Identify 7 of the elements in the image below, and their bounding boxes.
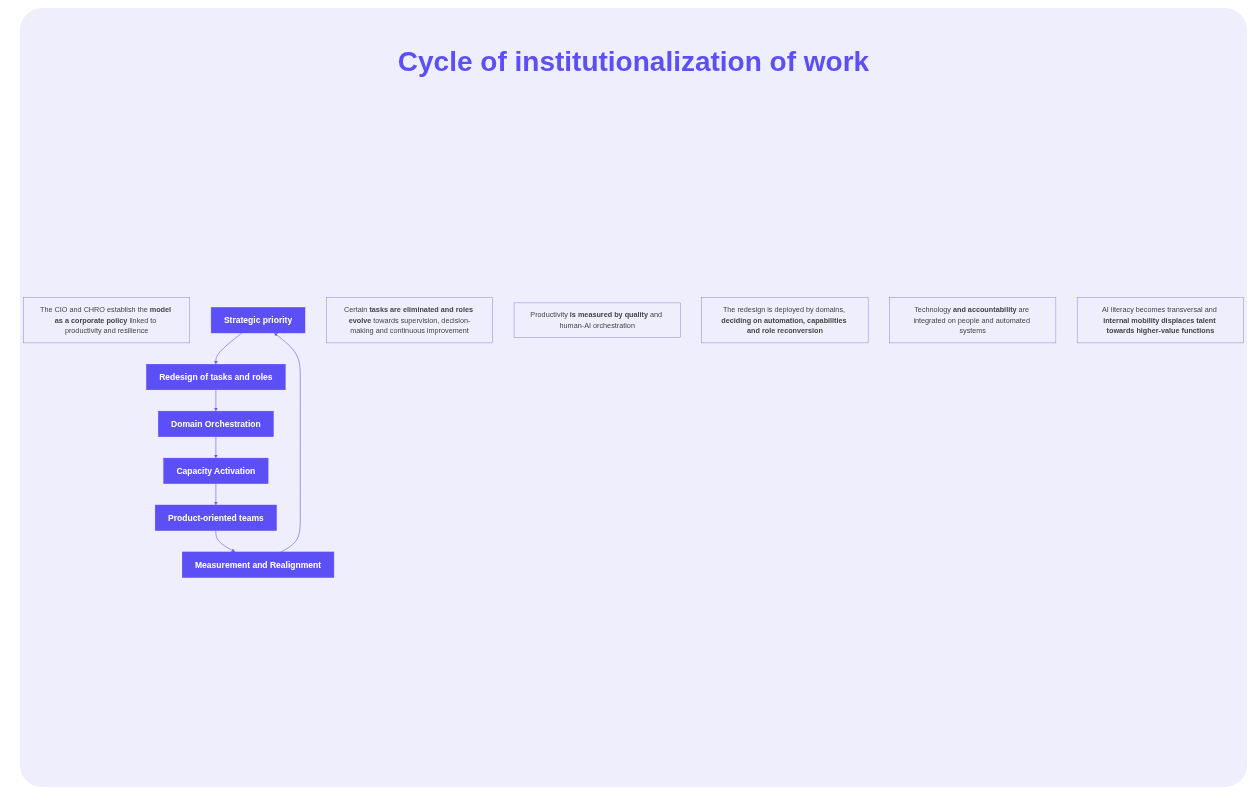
node-box: Strategic priority	[210, 307, 306, 334]
node-box: Redesign of tasks and roles	[146, 364, 286, 391]
node-box: Capacity Activation	[163, 457, 269, 484]
node-box: Product-oriented teams	[154, 504, 277, 531]
node-box: Domain Orchestration	[158, 410, 274, 437]
node-box: Measurement and Realignment	[182, 551, 335, 578]
diagram-title: Cycle of institutionalization of work	[397, 46, 870, 78]
